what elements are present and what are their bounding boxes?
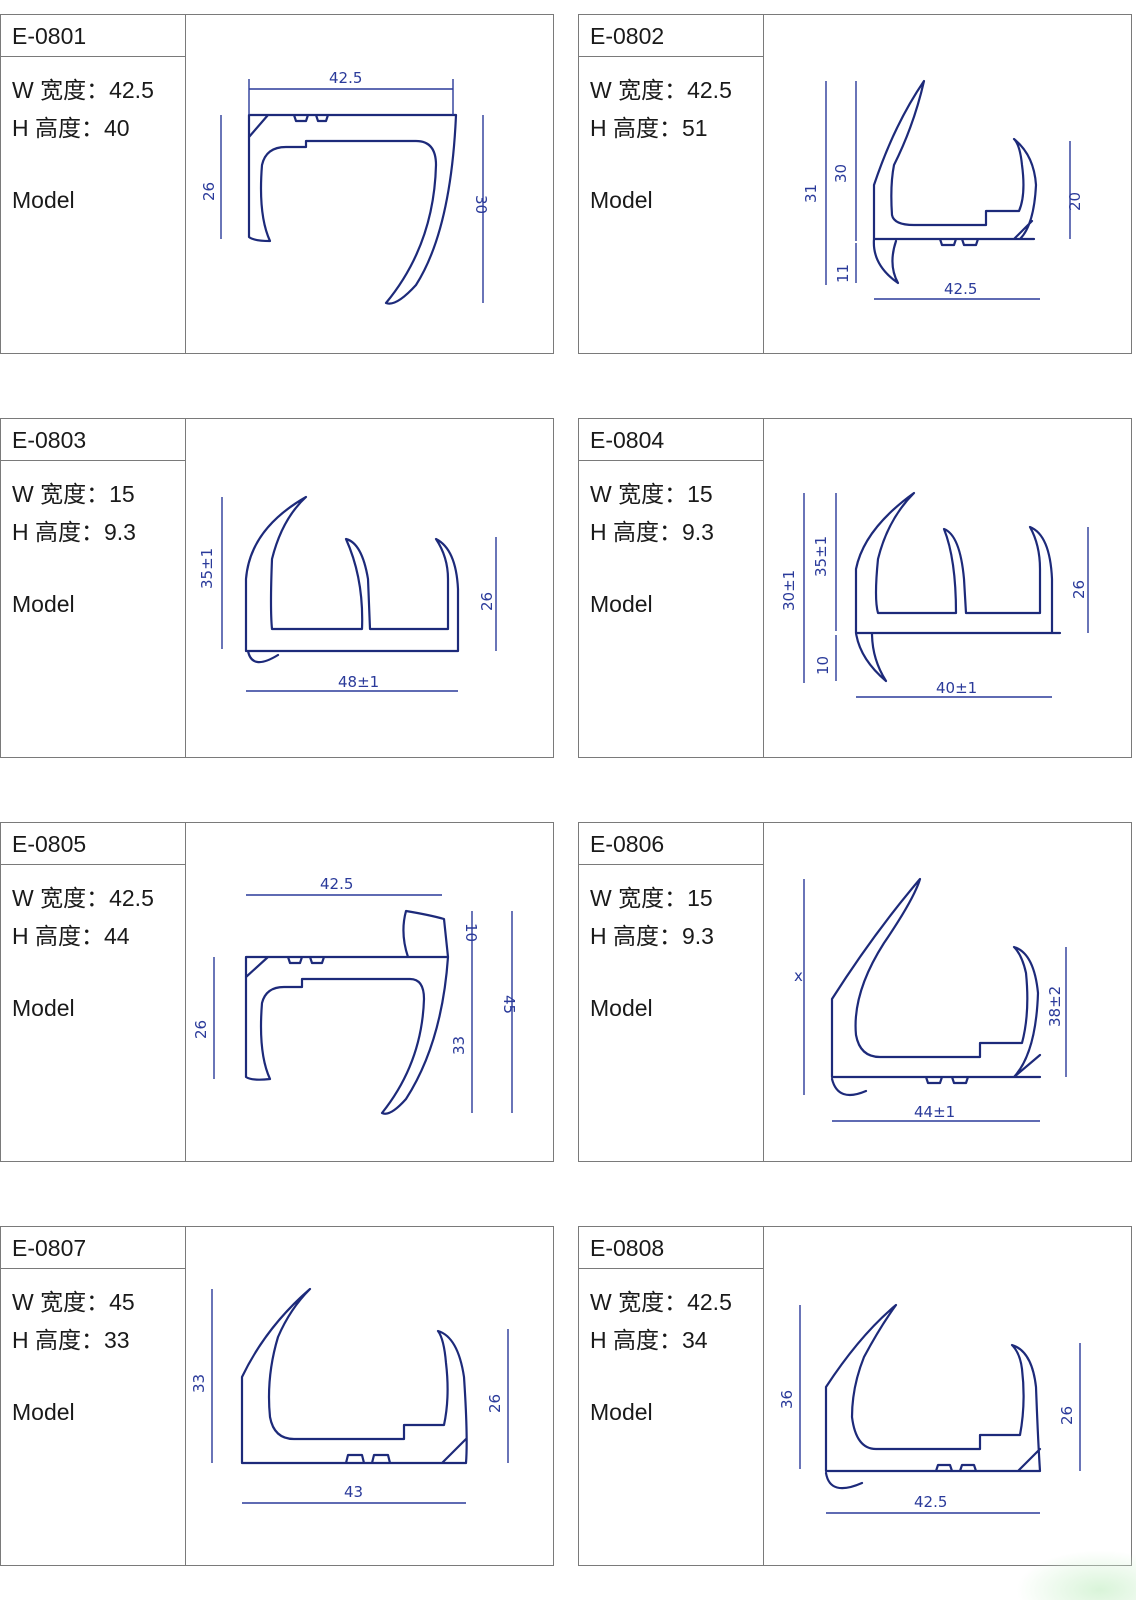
dim-label: 40±1 (936, 679, 977, 697)
dim-label: 42.5 (320, 875, 353, 893)
profile-drawing: 30±1 35±1 26 10 40±1 (780, 491, 1089, 698)
product-card-e0803: E-0803 W 宽度：15 H 高度：9.3 Model 35±1 26 48… (0, 418, 554, 758)
card-info: E-0807 W 宽度：45 H 高度：33 Model (1, 1227, 186, 1565)
height-spec: H 高度：9.3 (590, 519, 714, 545)
dim-label: 48±1 (338, 673, 379, 691)
profile-outline (247, 113, 458, 305)
model-label: Model (12, 187, 75, 213)
width-spec: W 宽度：15 (590, 481, 713, 507)
dim-label: 42.5 (329, 69, 362, 87)
model-label: Model (590, 591, 653, 617)
product-card-e0804: E-0804 W 宽度：15 H 高度：9.3 Model 30±1 35±1 … (578, 418, 1132, 758)
product-card-e0802: E-0802 W 宽度：42.5 H 高度：51 Model 31 30 20 … (578, 14, 1132, 354)
profile-drawing: 33 26 43 (190, 1287, 509, 1504)
dim-label: 26 (478, 592, 496, 611)
width-spec: W 宽度：42.5 (12, 77, 154, 103)
profile-outline (872, 79, 1038, 285)
dim-label: 43 (344, 1483, 363, 1501)
width-spec: W 宽度：15 (590, 885, 713, 911)
corner-watermark (1016, 1550, 1136, 1600)
dim-label: 33 (450, 1036, 468, 1055)
profile-drawing: 36 26 42.5 (778, 1303, 1081, 1514)
product-code: E-0805 (1, 823, 185, 865)
dim-label: 10 (462, 923, 480, 942)
profile-drawing: x 38±2 44±1 (794, 877, 1067, 1122)
dim-label: 31 (802, 184, 820, 203)
dim-label: 42.5 (944, 280, 977, 298)
dim-label: x (794, 967, 803, 985)
model-label: Model (12, 591, 75, 617)
dim-label: 35±1 (198, 548, 216, 589)
width-spec: W 宽度：42.5 (590, 77, 732, 103)
model-label: Model (590, 187, 653, 213)
card-info: E-0808 W 宽度：42.5 H 高度：34 Model (579, 1227, 764, 1565)
dim-label: 26 (1070, 580, 1088, 599)
card-info: E-0801 W 宽度：42.5 H 高度：40 Model (1, 15, 186, 353)
product-card-e0808: E-0808 W 宽度：42.5 H 高度：34 Model 36 26 42.… (578, 1226, 1132, 1566)
model-label: Model (12, 1399, 75, 1425)
profile-outline (830, 877, 1042, 1097)
card-info: E-0802 W 宽度：42.5 H 高度：51 Model (579, 15, 764, 353)
product-card-e0806: E-0806 W 宽度：15 H 高度：9.3 Model x 38±2 44±… (578, 822, 1132, 1162)
dim-label: 26 (1058, 1406, 1076, 1425)
product-code: E-0801 (1, 15, 185, 57)
dim-label: 10 (814, 656, 832, 675)
model-label: Model (12, 995, 75, 1021)
profile-drawing: 42.5 10 26 33 45 (192, 875, 518, 1115)
product-card-e0805: E-0805 W 宽度：42.5 H 高度：44 Model 42.5 10 2… (0, 822, 554, 1162)
dim-label: 26 (192, 1020, 210, 1039)
dim-label: 38±2 (1046, 986, 1064, 1027)
product-code: E-0808 (579, 1227, 763, 1269)
height-spec: H 高度：33 (12, 1327, 130, 1353)
height-spec: H 高度：9.3 (12, 519, 136, 545)
product-card-e0807: E-0807 W 宽度：45 H 高度：33 Model 33 26 43 (0, 1226, 554, 1566)
card-info: E-0805 W 宽度：42.5 H 高度：44 Model (1, 823, 186, 1161)
profile-outline (824, 1303, 1042, 1490)
dim-label: 35±1 (812, 536, 830, 577)
profile-outline (854, 491, 1062, 683)
profile-drawing: 35±1 26 48±1 (198, 495, 497, 692)
profile-drawing: 42.5 26 30 (200, 69, 490, 305)
profile-outline (240, 1287, 468, 1465)
profile-outline (244, 909, 450, 1115)
dim-label: 30 (472, 195, 490, 214)
height-spec: H 高度：34 (590, 1327, 708, 1353)
dim-label: 45 (500, 995, 518, 1014)
dim-label: 44±1 (914, 1103, 955, 1121)
dim-label: 36 (778, 1390, 796, 1409)
card-info: E-0803 W 宽度：15 H 高度：9.3 Model (1, 419, 186, 757)
model-label: Model (590, 1399, 653, 1425)
profile-drawing: 31 30 20 11 42.5 (802, 79, 1084, 300)
height-spec: H 高度：44 (12, 923, 130, 949)
dim-label: 30 (832, 164, 850, 183)
height-spec: H 高度：9.3 (590, 923, 714, 949)
width-spec: W 宽度：42.5 (12, 885, 154, 911)
dim-label: 30±1 (780, 570, 798, 611)
dim-label: 20 (1066, 192, 1084, 211)
product-code: E-0804 (579, 419, 763, 461)
model-label: Model (590, 995, 653, 1021)
width-spec: W 宽度：45 (12, 1289, 135, 1315)
width-spec: W 宽度：42.5 (590, 1289, 732, 1315)
product-code: E-0802 (579, 15, 763, 57)
profile-outline (244, 495, 460, 664)
dim-label: 11 (834, 264, 852, 283)
dim-label: 26 (486, 1394, 504, 1413)
product-card-e0801: E-0801 W 宽度：42.5 H 高度：40 Model 42.5 26 3… (0, 14, 554, 354)
product-code: E-0806 (579, 823, 763, 865)
card-info: E-0804 W 宽度：15 H 高度：9.3 Model (579, 419, 764, 757)
dim-label: 42.5 (914, 1493, 947, 1511)
dim-label: 33 (190, 1374, 208, 1393)
product-code: E-0807 (1, 1227, 185, 1269)
card-info: E-0806 W 宽度：15 H 高度：9.3 Model (579, 823, 764, 1161)
height-spec: H 高度：51 (590, 115, 708, 141)
width-spec: W 宽度：15 (12, 481, 135, 507)
product-code: E-0803 (1, 419, 185, 461)
height-spec: H 高度：40 (12, 115, 130, 141)
dim-label: 26 (200, 182, 218, 201)
